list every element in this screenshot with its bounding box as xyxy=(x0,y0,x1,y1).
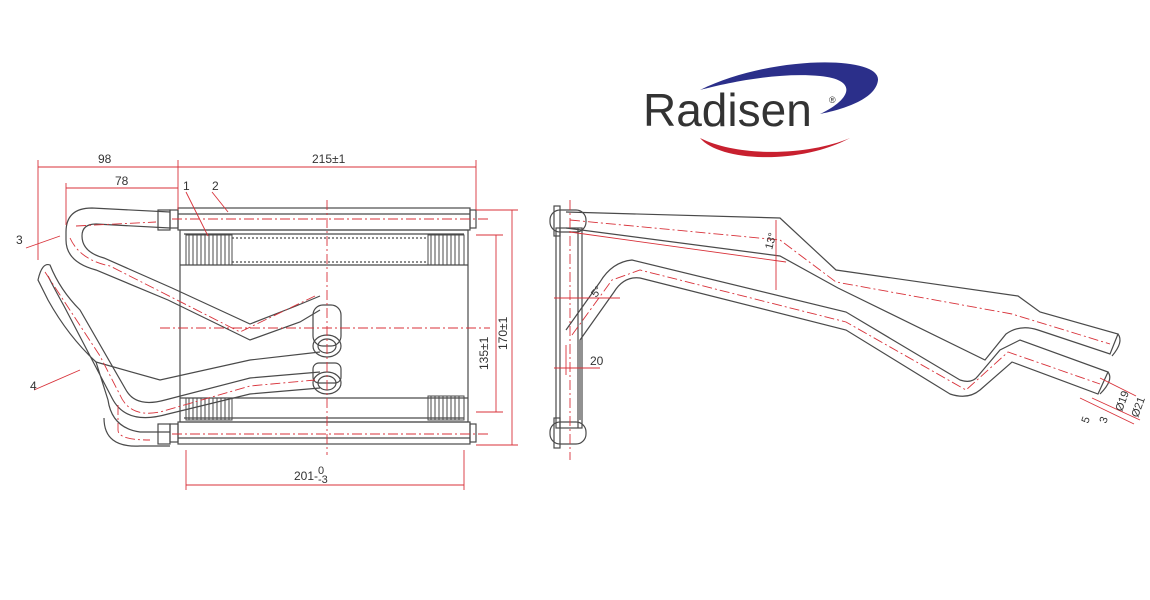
lower-pipe-return xyxy=(95,351,321,447)
brand-reg-mark: ® xyxy=(829,95,836,105)
pipe-collar-lower xyxy=(157,423,171,445)
front-view-dimensions xyxy=(25,160,518,490)
side-view-dimensions xyxy=(554,200,1141,460)
front-view-labels: 215±1 98 78 201- 135±1 170±1 3 4 1 2 xyxy=(16,152,510,483)
dim-core-width-tol-upper: 0 xyxy=(318,465,324,477)
dim-w5: 5 xyxy=(1080,415,1093,425)
side-top-tank xyxy=(549,209,587,233)
fins-top-left xyxy=(185,234,233,266)
dim-dia-inner: Ø19 xyxy=(1114,389,1132,413)
logo-swoosh-icon xyxy=(700,138,850,158)
upper-pipe xyxy=(65,207,321,341)
dim-width-total: 215±1 xyxy=(312,152,346,166)
logo-arc-icon xyxy=(700,62,879,114)
dim-w3: 3 xyxy=(1098,415,1111,425)
side-lower-pipe xyxy=(565,259,1109,420)
callout-3: 3 xyxy=(16,233,23,247)
side-view-labels: 13° 5° 20 Ø19 Ø21 5 3 xyxy=(589,232,1148,425)
dim-core-height: 135±1 xyxy=(477,336,491,370)
dim-pipe-offset-inner: 78 xyxy=(115,174,129,188)
side-upper-pipe-end xyxy=(1111,333,1121,357)
dim-total-height: 170±1 xyxy=(496,316,510,350)
fins-top-right xyxy=(427,234,465,266)
dim-core-width-tol-lower: -3 xyxy=(318,474,328,486)
lower-pipe xyxy=(37,263,321,433)
dim-angle-upper: 13° xyxy=(763,232,779,251)
dim-offset: 20 xyxy=(590,354,604,368)
core-frame xyxy=(179,229,469,423)
dim-pipe-offset-outer: 98 xyxy=(98,152,112,166)
callout-1: 1 xyxy=(183,179,190,193)
callout-4: 4 xyxy=(30,379,37,393)
callout-2: 2 xyxy=(212,179,219,193)
side-upper-pipe xyxy=(565,211,1119,361)
dim-dia-outer: Ø21 xyxy=(1130,395,1148,419)
side-bottom-tank xyxy=(549,421,587,445)
front-view xyxy=(37,207,477,447)
top-tank-cap-right xyxy=(469,209,477,229)
bottom-tank-cap-left xyxy=(169,423,179,443)
pipe-collar-upper xyxy=(157,209,171,231)
dim-core-width: 201- xyxy=(294,469,318,483)
fins-bottom-right xyxy=(427,395,465,421)
brand-name: Radisen xyxy=(643,84,812,136)
brand-logo: Radisen ® xyxy=(643,62,879,158)
side-view xyxy=(549,205,1121,449)
fins-bottom-left xyxy=(185,397,233,421)
bottom-tank-cap-right xyxy=(469,423,477,443)
bottom-tank xyxy=(177,421,471,445)
